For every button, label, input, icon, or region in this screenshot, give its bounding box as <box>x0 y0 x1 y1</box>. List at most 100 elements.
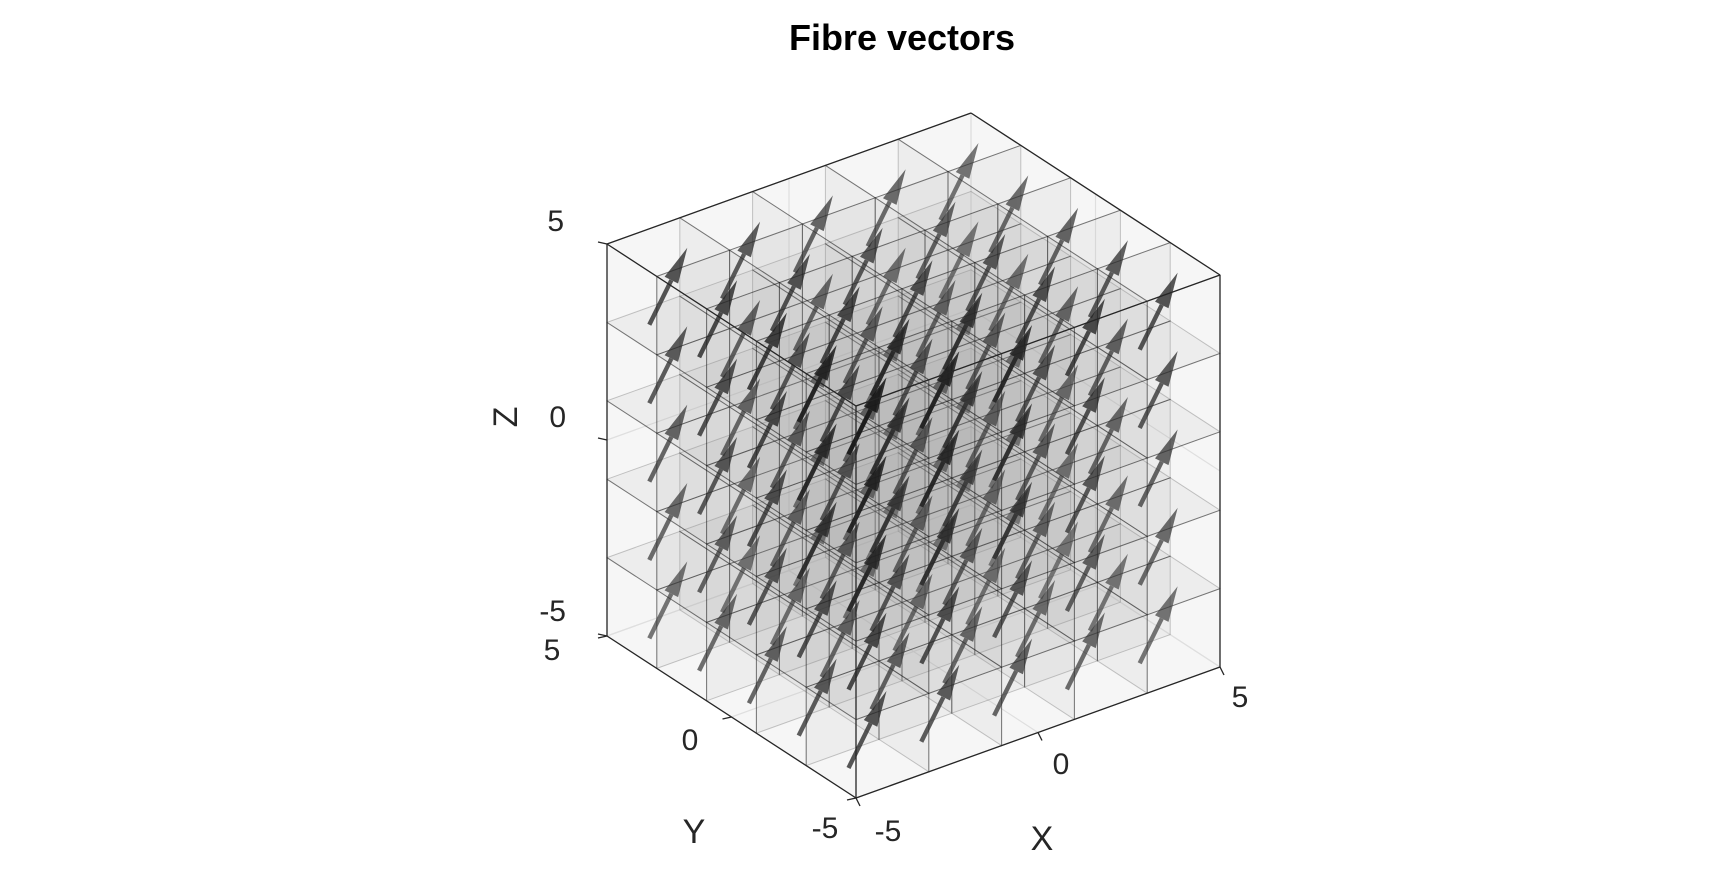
voxel-face <box>878 660 930 773</box>
vector-head <box>936 586 960 623</box>
voxel-face <box>877 555 1003 616</box>
vector-shaft <box>1015 533 1042 580</box>
vector-shaft <box>647 436 674 483</box>
fibre-vector <box>865 247 906 326</box>
voxel-face <box>1023 581 1149 642</box>
y-axis-label: Y <box>683 813 706 851</box>
vector-head <box>886 632 910 669</box>
vector-head <box>837 443 860 479</box>
vector-shaft <box>769 442 796 489</box>
fibre-vector <box>647 404 688 483</box>
fibre-vector <box>1015 501 1056 580</box>
vector-head <box>814 658 837 695</box>
vector-head <box>1105 397 1128 433</box>
x-tick-label-min: -5 <box>875 815 902 848</box>
vector-head <box>863 534 887 570</box>
voxel-face <box>751 400 877 460</box>
vector-shaft <box>697 390 724 437</box>
fibre-vector <box>915 201 956 280</box>
vector-shaft <box>769 520 796 568</box>
fibre-vector <box>1137 429 1178 508</box>
vector-shaft <box>819 553 846 600</box>
vector-shaft <box>869 663 896 711</box>
vector-head <box>1055 364 1079 401</box>
vector-shaft <box>988 206 1015 254</box>
vector-head <box>664 404 688 441</box>
vector-head <box>1032 423 1056 459</box>
fibre-vector <box>720 535 761 614</box>
vector-shaft <box>819 631 846 678</box>
vector-shaft <box>1087 428 1114 475</box>
vector-head <box>714 437 738 473</box>
voxel-face <box>900 575 1026 636</box>
vector-shaft <box>647 357 674 405</box>
voxel-face <box>751 321 877 382</box>
x-tick <box>1037 732 1043 741</box>
voxel-face <box>877 634 1003 694</box>
vector-shaft <box>988 285 1015 332</box>
vector-head <box>1055 207 1079 244</box>
vector-head <box>837 286 860 323</box>
fibre-vector <box>892 338 933 417</box>
voxel-face <box>801 197 927 257</box>
voxel-face <box>996 412 1122 473</box>
vector-head <box>714 358 738 395</box>
fibre-vector <box>1038 443 1079 521</box>
vector-shaft <box>1087 350 1114 397</box>
fibre-vector <box>1064 455 1105 534</box>
vector-shaft <box>915 233 942 280</box>
voxel-face <box>946 223 1072 283</box>
voxel-face <box>897 190 1022 251</box>
fibre-vector <box>992 560 1033 639</box>
voxel-face <box>1046 444 1172 505</box>
voxel-face <box>1046 523 1172 583</box>
voxel-face <box>900 262 1026 322</box>
fibre-vector <box>842 227 883 306</box>
fibre-vector <box>846 612 887 691</box>
voxel-face <box>605 374 731 434</box>
z-tick-label-max: 5 <box>547 205 564 238</box>
vector-shaft <box>1137 460 1164 508</box>
fibre-vector <box>1087 240 1128 319</box>
vector-head <box>1105 240 1128 276</box>
voxel-face <box>801 432 927 493</box>
vector-head <box>1009 403 1033 440</box>
vector-head <box>909 338 933 375</box>
vector-head <box>664 326 688 362</box>
fibre-vector <box>1137 351 1178 429</box>
vector-head <box>764 469 787 506</box>
vector-shaft <box>1015 297 1042 345</box>
vector-head <box>1005 175 1029 212</box>
voxel-face <box>897 426 1022 486</box>
vector-head <box>1055 286 1079 322</box>
vector-head <box>982 547 1006 584</box>
vector-shaft <box>1087 585 1114 632</box>
vector-shaft <box>938 174 965 221</box>
voxel-face <box>1096 477 1222 537</box>
vector-shaft <box>796 690 823 737</box>
vector-head <box>1082 612 1105 649</box>
x-axis-label: X <box>1031 820 1054 858</box>
fibre-vector <box>1038 521 1079 600</box>
vector-head <box>863 691 887 727</box>
vector-shaft <box>1137 382 1164 429</box>
box-edge <box>606 243 857 407</box>
voxel-face <box>751 478 877 539</box>
voxel-face <box>678 269 804 330</box>
vector-shaft <box>892 448 919 495</box>
box-edge <box>855 274 1221 407</box>
fibre-vector <box>988 175 1029 254</box>
voxel-face <box>805 582 930 642</box>
vector-shaft <box>819 317 846 365</box>
vector-head <box>1055 443 1079 479</box>
voxel-face <box>655 484 781 545</box>
vector-head <box>814 423 837 460</box>
vector-head <box>982 234 1006 270</box>
vector-shaft <box>647 592 674 640</box>
fibre-vector <box>1087 475 1128 554</box>
fibre-vector <box>1137 272 1178 351</box>
fibre-vector <box>869 632 910 711</box>
vector-head <box>787 254 810 290</box>
fibre-vector <box>746 312 787 391</box>
voxel-face <box>705 517 831 577</box>
